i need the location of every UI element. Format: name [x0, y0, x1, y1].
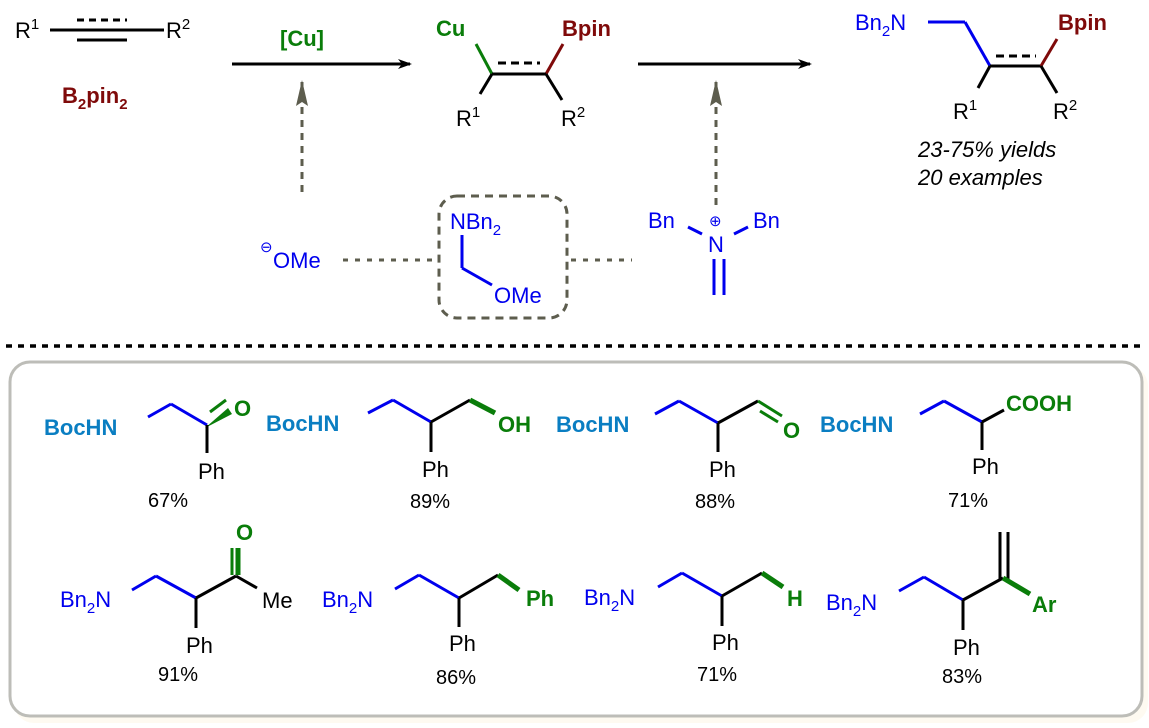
- scope-compound-4: BocHN COOH Ph 71%: [820, 391, 1072, 512]
- svg-text:O: O: [783, 418, 800, 443]
- iminium-n: N: [708, 232, 724, 257]
- scope-compound-6: Bn2N Ph Ph 86%: [322, 572, 554, 689]
- aminal-ome: OMe: [494, 283, 542, 308]
- yield-label: 88%: [695, 491, 735, 513]
- cu-label: Cu: [436, 16, 465, 41]
- svg-text:Ph: Ph: [198, 459, 225, 484]
- product-amine: Bn2N: [855, 10, 906, 40]
- dashed-arrowhead-1: [296, 80, 308, 106]
- svg-text:BocHN: BocHN: [44, 415, 117, 440]
- intermediate-r1: R1: [456, 104, 480, 131]
- b2pin2-reagent: B2pin2: [62, 83, 128, 113]
- product-r1: R1: [953, 97, 977, 124]
- yield-label: 86%: [436, 667, 476, 689]
- yield-range: 23-75% yields: [917, 137, 1056, 162]
- dashed-arrowhead-2: [710, 80, 722, 106]
- intermediate-r2: R2: [561, 104, 585, 131]
- copper-catalyst-label: [Cu]: [280, 26, 324, 51]
- svg-text:Me: Me: [262, 588, 293, 613]
- svg-text:Ph: Ph: [186, 633, 213, 658]
- svg-text:OH: OH: [498, 412, 531, 437]
- yield-label: 67%: [148, 490, 188, 512]
- iminium-ion: Bn Bn ⊕ N: [648, 208, 780, 295]
- product-bpin: Bpin: [1058, 10, 1107, 35]
- alkyne-r2: R2: [166, 16, 190, 43]
- product-r2: R2: [1053, 97, 1077, 124]
- scope-compound-7: Bn2N H Ph 71%: [584, 570, 803, 686]
- scope-compound-3: BocHN O Ph 88%: [556, 399, 800, 513]
- svg-text:Ph: Ph: [449, 631, 476, 656]
- iminium-bn-right: Bn: [753, 208, 780, 233]
- scope-compound-1: BocHN O Ph 67%: [44, 396, 251, 512]
- svg-text:Ar: Ar: [1032, 592, 1057, 617]
- svg-text:Bn2N: Bn2N: [322, 587, 373, 617]
- iminium-bn-left: Bn: [648, 208, 675, 233]
- svg-text:BocHN: BocHN: [266, 411, 339, 436]
- svg-text:Ph: Ph: [709, 457, 736, 482]
- scope-box: [8, 360, 1144, 718]
- methoxide-label: OMe: [273, 248, 321, 273]
- svg-text:Bn2N: Bn2N: [60, 587, 111, 617]
- scope-compound-2: BocHN OH Ph 89%: [266, 397, 531, 513]
- positive-charge-icon: ⊕: [709, 213, 722, 230]
- alkyne-reactant: R1 R2: [15, 16, 190, 43]
- svg-text:BocHN: BocHN: [556, 412, 629, 437]
- yield-label: 71%: [697, 664, 737, 686]
- aminoboration-product: Bn2N Bpin R1 R2 23-75% yields 20 example…: [855, 10, 1107, 190]
- svg-text:COOH: COOH: [1006, 391, 1072, 416]
- yield-label: 91%: [158, 664, 198, 686]
- scope-compound-8: Bn2N Ar Ph 83%: [826, 532, 1057, 688]
- svg-text:O: O: [236, 520, 253, 545]
- methoxide: ⊖ OMe: [260, 239, 321, 273]
- example-count: 20 examples: [917, 165, 1043, 190]
- alkyne-r1: R1: [15, 16, 39, 43]
- svg-text:O: O: [234, 396, 251, 421]
- svg-text:Ph: Ph: [422, 457, 449, 482]
- yield-label: 89%: [410, 491, 450, 513]
- yield-label: 71%: [948, 490, 988, 512]
- scope-compound-5: O Bn2N Me Ph 91%: [60, 520, 293, 686]
- copper-boryl-intermediate: Cu Bpin R1 R2: [436, 16, 611, 131]
- negative-charge-icon: ⊖: [260, 239, 273, 256]
- bpin-label: Bpin: [562, 16, 611, 41]
- svg-text:Ph: Ph: [953, 635, 980, 660]
- svg-text:BocHN: BocHN: [820, 412, 893, 437]
- yield-label: 83%: [942, 666, 982, 688]
- svg-text:Ph: Ph: [526, 586, 554, 611]
- aminal-reagent: NBn2 OMe: [450, 209, 542, 308]
- svg-text:Ph: Ph: [972, 454, 999, 479]
- svg-text:Bn2N: Bn2N: [826, 590, 877, 620]
- svg-text:H: H: [787, 586, 803, 611]
- svg-text:Ph: Ph: [712, 630, 739, 655]
- aminal-dashed-box: [437, 194, 569, 320]
- aminal-nbn2: NBn2: [450, 209, 501, 239]
- svg-text:Bn2N: Bn2N: [584, 585, 635, 615]
